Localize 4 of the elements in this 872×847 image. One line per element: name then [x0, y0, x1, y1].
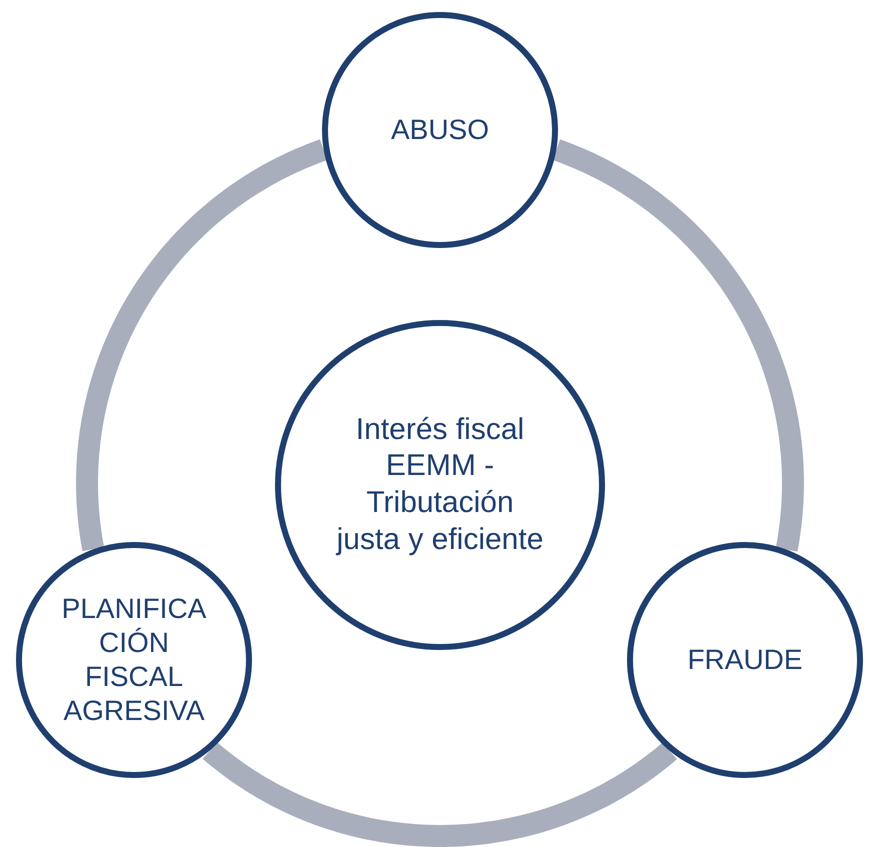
- node-label: FRAUDE: [686, 642, 804, 677]
- node-label: ABUSO: [390, 112, 490, 147]
- node-label: PLANIFICACIÓN FISCAL AGRESIVA: [60, 592, 208, 728]
- node-label: Interés fiscal EEMM - Tributación justa y eficiente: [334, 412, 544, 558]
